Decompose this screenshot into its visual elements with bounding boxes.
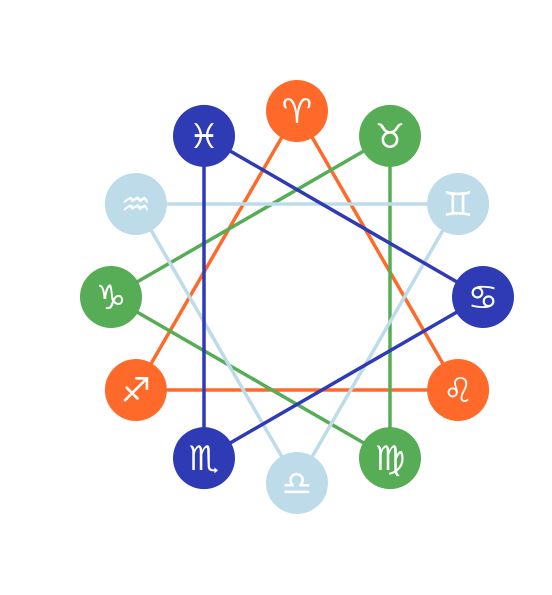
sign-node-leo: Leo♌︎ (427, 359, 490, 421)
cancer-badge (452, 266, 514, 328)
water-triangle (202, 134, 485, 460)
sign-node-libra: Libra♎︎ (266, 452, 328, 514)
pisces-badge (173, 104, 235, 167)
sign-node-sagittarius: Sagittarius♐︎ (104, 359, 167, 421)
sign-node-pisces: Pisces♓︎ (173, 104, 235, 167)
cancer-icon: ♋︎ (468, 278, 498, 318)
aquarius-icon: ♒︎ (121, 185, 151, 225)
sagittarius-icon: ♐︎ (121, 371, 151, 411)
sign-node-aquarius: Aquarius♒︎ (104, 173, 167, 235)
virgo-badge (359, 427, 421, 490)
sign-node-aries: Aries♈︎ (266, 80, 328, 142)
capricorn-icon: ♑︎ (96, 278, 126, 318)
zodiac-sign-ring: Aries♈︎ Taurus♉︎Gemini♊︎ Cancer♋︎ Leo♌︎Virg… (80, 80, 514, 514)
element-triangles (109, 109, 485, 485)
gemini-badge (427, 173, 490, 235)
gemini-icon: ♊︎ (443, 185, 473, 225)
aquarius-badge (104, 173, 167, 235)
taurus-badge (359, 104, 421, 167)
air-triangle (134, 202, 460, 485)
libra-icon: ♎︎ (282, 464, 312, 504)
sign-node-cancer: Cancer♋︎ (452, 266, 514, 328)
leo-icon: ♌︎ (443, 371, 473, 411)
sign-node-scorpio: Scorpio♏︎ (173, 427, 235, 490)
pisces-icon: ♓︎ (189, 117, 219, 157)
sign-node-virgo: Virgo♍︎ (359, 427, 421, 490)
aries-badge (266, 80, 328, 142)
capricorn-badge (80, 266, 142, 328)
scorpio-icon: ♏︎ (189, 439, 219, 479)
aries-icon: ♈︎ (282, 92, 312, 132)
sagittarius-badge (104, 359, 167, 421)
fire-triangle (134, 109, 460, 392)
libra-badge (266, 452, 328, 514)
earth-triangle (109, 134, 392, 460)
leo-badge (427, 359, 490, 421)
sign-node-taurus: Taurus♉︎ (359, 104, 421, 167)
taurus-icon: ♉︎ (375, 117, 405, 157)
virgo-icon: ♍︎ (375, 439, 405, 479)
sign-node-gemini: Gemini♊︎ (427, 173, 490, 235)
sign-node-capricorn: Capricorn♑︎ (80, 266, 142, 328)
scorpio-badge (173, 427, 235, 490)
